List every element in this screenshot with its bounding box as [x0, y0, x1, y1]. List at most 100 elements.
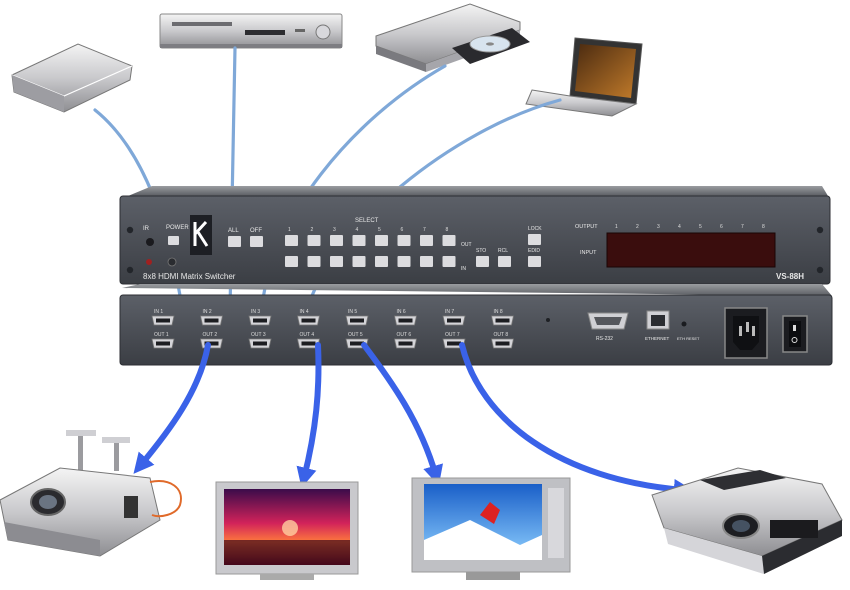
hdmi-input-port-1[interactable] [151, 315, 175, 326]
power-label: POWER [166, 225, 189, 231]
port-label: OUT 3 [251, 332, 266, 338]
off-button[interactable] [250, 236, 263, 247]
kramer-logo [190, 215, 212, 255]
display-number-label: 4 [678, 224, 681, 230]
port-label: OUT 8 [494, 332, 509, 338]
port-label: IN 8 [494, 309, 503, 315]
power-inlet[interactable] [724, 307, 768, 359]
output-arrows [133, 342, 695, 500]
output-select-button-7[interactable] [420, 235, 433, 246]
hdmi-input-port-5[interactable] [345, 315, 369, 326]
hdmi-output-port-1[interactable] [151, 338, 175, 349]
display-number-label: 5 [699, 224, 702, 230]
port-label: IN 6 [397, 309, 406, 315]
laptop-icon [525, 37, 643, 117]
output-select-button-1[interactable] [285, 235, 298, 246]
select-number-label: 1 [288, 227, 291, 233]
port-label: IN 3 [251, 309, 260, 315]
desktop-projector-icon [651, 467, 843, 574]
plasma-display-icon [215, 481, 359, 580]
arrow-out2-ceiling-projector [133, 342, 211, 474]
port-label: OUT 4 [300, 332, 315, 338]
rack-screw [126, 266, 134, 274]
ir-label: IR [143, 226, 150, 232]
output-select-button-2[interactable] [307, 235, 321, 246]
rocker-power-switch[interactable] [782, 315, 808, 353]
hdmi-input-port-4[interactable] [297, 315, 320, 326]
power-led [146, 259, 152, 265]
output-select-button-4[interactable] [352, 235, 366, 246]
output-select-button-3[interactable] [330, 235, 343, 246]
model-code: VS-88H [776, 272, 804, 281]
power-switch[interactable] [167, 257, 177, 267]
rack-screw [816, 226, 824, 234]
input-select-buttons [285, 256, 456, 267]
select-label: SELECT [355, 218, 379, 224]
display-number-label: 3 [657, 224, 660, 230]
hdmi-output-port-3[interactable] [248, 338, 272, 349]
power-button[interactable] [168, 236, 179, 245]
sto-button[interactable] [476, 256, 489, 267]
lock-label: LOCK [528, 226, 542, 232]
hdmi-output-port-8[interactable] [491, 338, 514, 349]
output-select-button-8[interactable] [442, 235, 456, 246]
port-label: IN 2 [203, 309, 212, 315]
display-number-label: 6 [720, 224, 723, 230]
rcl-button[interactable] [498, 256, 511, 267]
output-select-button-5[interactable] [375, 235, 388, 246]
select-number-label: 5 [378, 227, 381, 233]
off-label: OFF [250, 228, 262, 234]
select-number-label: 4 [356, 227, 359, 233]
ethernet-port[interactable] [646, 310, 670, 330]
hdmi-output-port-6[interactable] [394, 338, 417, 349]
port-label: OUT 7 [445, 332, 460, 338]
hdmi-output-port-2[interactable] [200, 338, 223, 349]
edid-button[interactable] [528, 256, 541, 267]
model-name: 8x8 HDMI Matrix Switcher [143, 272, 236, 281]
rs232-label: RS-232 [596, 336, 613, 342]
input-select-button-2[interactable] [307, 256, 321, 267]
all-button[interactable] [228, 236, 241, 247]
hdmi-input-port-3[interactable] [248, 315, 272, 326]
sto-label: STO [476, 248, 486, 254]
hdmi-input-port-6[interactable] [394, 315, 417, 326]
display-number-label: 2 [636, 224, 639, 230]
port-label: IN 5 [348, 309, 357, 315]
port-label: OUT 2 [203, 332, 218, 338]
select-number-label: 8 [446, 227, 449, 233]
eth-reset-button[interactable] [681, 321, 687, 327]
eth-reset-label: ETH RESET [677, 336, 700, 341]
hdmi-input-port-8[interactable] [491, 315, 514, 326]
all-label: ALL [228, 228, 239, 234]
rcl-label: RCL [498, 248, 508, 254]
input-select-button-7[interactable] [420, 256, 433, 267]
input-select-button-1[interactable] [285, 256, 298, 267]
input-select-button-8[interactable] [442, 256, 456, 267]
hdmi-input-port-7[interactable] [442, 315, 466, 326]
arrow-out4-plasma-display [296, 342, 322, 488]
port-label: IN 1 [154, 309, 163, 315]
port-label: OUT 1 [154, 332, 169, 338]
select-number-label: 6 [401, 227, 404, 233]
lock-button[interactable] [528, 234, 541, 245]
game-console-icon [11, 43, 133, 113]
rack-screw [816, 266, 824, 274]
input-select-button-3[interactable] [330, 256, 343, 267]
display-number-label: 1 [615, 224, 618, 230]
input-select-button-6[interactable] [397, 256, 411, 267]
rs232-port[interactable] [587, 312, 629, 330]
output-select-button-6[interactable] [397, 235, 411, 246]
input-select-button-5[interactable] [375, 256, 388, 267]
edid-label: EDID [528, 248, 540, 254]
output-label: OUTPUT [575, 224, 598, 230]
select-number-label: 3 [333, 227, 336, 233]
display-number-label: 8 [762, 224, 765, 230]
input-select-button-4[interactable] [352, 256, 366, 267]
hdmi-input-port-2[interactable] [200, 315, 223, 326]
